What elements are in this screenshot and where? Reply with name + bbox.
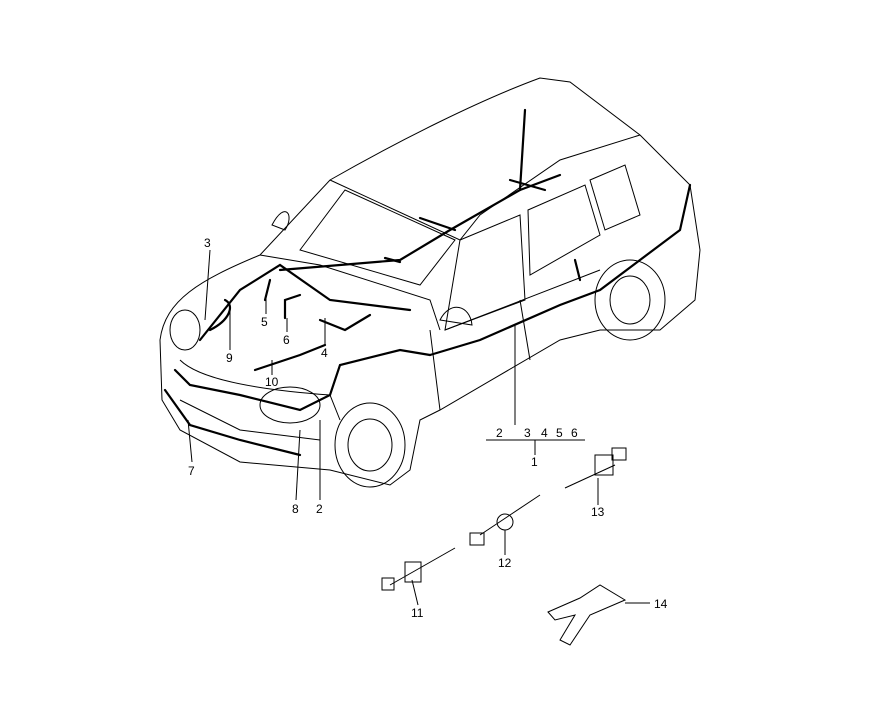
callout-3: 3 — [204, 236, 211, 250]
callout-11: 11 — [411, 606, 424, 620]
group-callout-3: 3 — [524, 426, 531, 440]
group-callout-5: 5 — [556, 426, 563, 440]
callout-1: 1 — [531, 455, 538, 469]
callout-2: 2 — [316, 502, 323, 516]
group-callout-4: 4 — [541, 426, 548, 440]
group-callout-2: 2 — [496, 426, 503, 440]
callout-4: 4 — [321, 346, 328, 360]
callout-5: 5 — [261, 315, 268, 329]
callout-7: 7 — [188, 464, 195, 478]
callout-10: 10 — [265, 375, 279, 389]
leader-lines — [187, 249, 650, 606]
callout-8: 8 — [292, 502, 299, 516]
callout-12: 12 — [498, 556, 512, 570]
group-callout-6: 6 — [571, 426, 578, 440]
part-13-clip — [564, 447, 627, 489]
car-body-outline — [159, 77, 701, 488]
callout-14: 14 — [654, 597, 668, 611]
part-11-clip — [381, 547, 456, 591]
callout-9: 9 — [226, 351, 233, 365]
wiring-harness-lines — [163, 108, 692, 457]
callout-6: 6 — [283, 333, 290, 347]
part-14-bracket — [547, 584, 627, 646]
callout-13: 13 — [591, 505, 605, 519]
